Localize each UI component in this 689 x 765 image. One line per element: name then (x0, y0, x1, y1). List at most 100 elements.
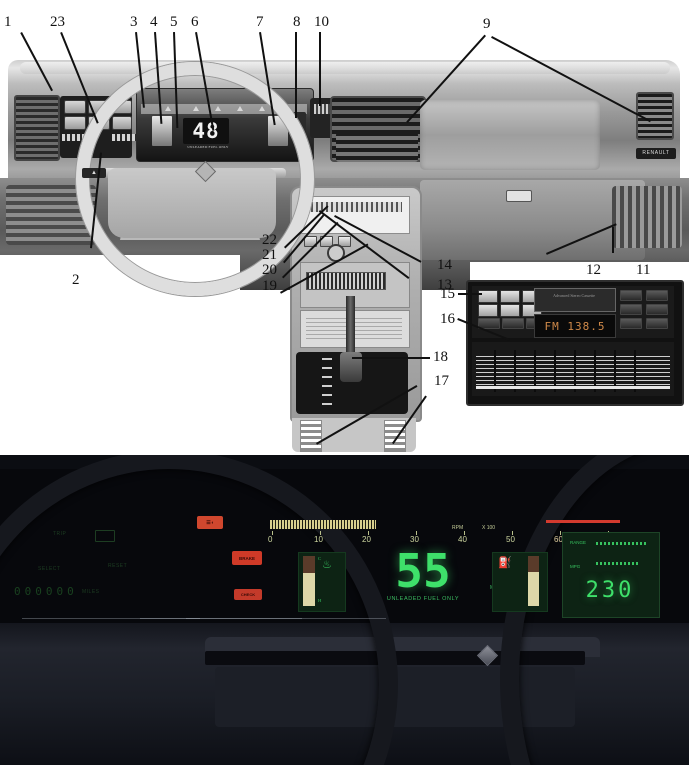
trip-row-mpg-label: MPG (570, 564, 581, 569)
equalizer-slider-grid[interactable] (476, 356, 670, 386)
temp-scale-hot-label: H (318, 598, 322, 603)
callout-7: 7 (256, 14, 264, 30)
callout-22: 22 (262, 232, 277, 248)
tach-x100-label: X 100 (482, 525, 496, 531)
tach-label-40: 40 (458, 535, 467, 544)
fuel-pump-icon: ⛽ (498, 557, 512, 569)
coolant-temp-icon: ♨ (322, 559, 332, 571)
fuel-level-bar (528, 556, 539, 606)
callout-10: 10 (314, 14, 329, 30)
radio-tape-button[interactable] (620, 290, 642, 301)
brake-warning-light: BRAKE (232, 551, 262, 565)
callout-4: 4 (150, 14, 158, 30)
bezel-highlight-right (186, 618, 386, 619)
trip-range-bargraph (596, 542, 648, 545)
console-upper-vents (306, 202, 402, 212)
callout-16: 16 (440, 311, 455, 327)
eq-slider-6k[interactable] (594, 350, 596, 392)
switch-rear-defog[interactable] (64, 116, 86, 130)
callout-6: 6 (191, 14, 199, 30)
eq-slider-60[interactable] (494, 350, 496, 392)
eq-slider-16k[interactable] (634, 350, 636, 392)
callout-15: 15 (440, 286, 455, 302)
gear-lever-knob[interactable] (340, 352, 362, 382)
high-beam-warning-icon: ☰◖ (197, 516, 223, 529)
tach-label-60: 60 (554, 535, 563, 544)
hazard-switch[interactable]: ▲ (82, 168, 106, 178)
callout-21: 21 (262, 247, 277, 263)
trip-computer-display (562, 532, 660, 618)
renault-badge: RENAULT (636, 148, 676, 159)
eq-slider-1k[interactable] (554, 350, 556, 392)
radio-seek-button[interactable] (502, 318, 524, 329)
check-engine-warning-light: CHECK (234, 589, 262, 600)
unleaded-fuel-only-label: UNLEADED FUEL ONLY (386, 596, 460, 602)
hazard-triangle-icon: ▲ (91, 170, 97, 176)
radio-preset-1[interactable] (478, 290, 498, 303)
eq-slider-10k[interactable] (614, 350, 616, 392)
tach-tick-0 (272, 531, 273, 535)
tach-tick-50 (512, 531, 513, 535)
select-label: SELECT (38, 566, 61, 572)
callout-2: 2 (72, 272, 80, 288)
tach-label-20: 20 (362, 535, 371, 544)
radio-fade-button[interactable] (620, 318, 642, 329)
radio-bal-button[interactable] (646, 318, 668, 329)
callout-9: 9 (483, 16, 491, 32)
console-button-21[interactable] (320, 236, 333, 247)
leader-line-18 (352, 357, 430, 359)
callout-3: 3 (130, 14, 138, 30)
leader-line-8 (295, 32, 297, 118)
bezel-highlight-left (22, 618, 302, 619)
temp-scale-cold-label: C (318, 556, 322, 561)
callout-14: 14 (437, 257, 452, 273)
digital-speedometer-value: 55 (395, 544, 451, 598)
trip-row-range-label: RANGE (570, 540, 587, 545)
tach-label-50: 50 (506, 535, 515, 544)
odometer-value: 000000 (14, 585, 78, 598)
footwell-vent-left-icon (300, 420, 322, 452)
cassette-slot[interactable] (306, 272, 386, 290)
passenger-shelf (420, 100, 600, 170)
console-rotary-knob[interactable] (327, 244, 345, 262)
radio-metal-button[interactable] (646, 304, 668, 315)
tach-rpm-label: RPM (452, 525, 464, 531)
callout-20: 20 (262, 262, 277, 278)
console-button-20[interactable] (338, 236, 351, 247)
callout-13: 13 (437, 277, 452, 293)
gear-lever-shaft[interactable] (346, 296, 355, 358)
glovebox-handle[interactable] (506, 190, 532, 202)
callout-12: 12 (586, 262, 601, 278)
steering-wheel-hub (108, 168, 276, 238)
radio-preset-5[interactable] (500, 304, 520, 317)
left-micro-switch-row[interactable] (62, 134, 94, 141)
eq-slider-2k5[interactable] (574, 350, 576, 392)
switch-headlight[interactable] (64, 100, 86, 114)
callout-11: 11 (636, 262, 651, 278)
footwell-vent-right-icon (384, 420, 406, 452)
left-air-vent-icon (14, 95, 60, 161)
tach-label-30: 30 (410, 535, 419, 544)
tachometer-bargraph (270, 520, 376, 529)
right-lower-vent-icon (612, 186, 682, 248)
trip-mpg-bargraph (596, 562, 640, 565)
odometer-unit-label: MILES (82, 589, 100, 595)
eq-slider-150[interactable] (514, 350, 516, 392)
radio-preset-4[interactable] (478, 304, 498, 317)
radio-prog-button[interactable] (646, 290, 668, 301)
dashboard-overview-diagram: 48 UNLEADED FUEL ONLY RENAULT (0, 14, 689, 452)
callout-1: 1 (4, 14, 12, 30)
radio-preset-2[interactable] (500, 290, 520, 303)
coolant-temp-bar (303, 556, 315, 606)
eq-slider-400[interactable] (534, 350, 536, 392)
radio-dolby-button[interactable] (620, 304, 642, 315)
tach-tick-10 (320, 531, 321, 535)
radio-scan-button[interactable] (478, 318, 500, 329)
cassette-window-label: Advanced Stereo Cassette (553, 293, 595, 298)
reset-faint-label: RESET (108, 563, 128, 569)
callout-8: 8 (293, 14, 301, 30)
glovebox-door[interactable] (420, 180, 645, 260)
callout-23: 23 (50, 14, 65, 30)
callout-17: 17 (434, 373, 449, 389)
